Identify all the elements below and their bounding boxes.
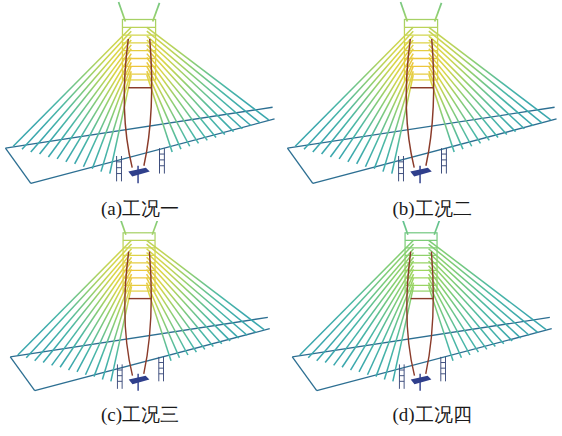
panel-caption: (a)工况一 [99,198,181,221]
panel-caption: (b)工况二 [390,198,473,221]
panel-caption: (c)工况三 [99,404,181,427]
panel-caption: (d)工况四 [390,404,473,427]
